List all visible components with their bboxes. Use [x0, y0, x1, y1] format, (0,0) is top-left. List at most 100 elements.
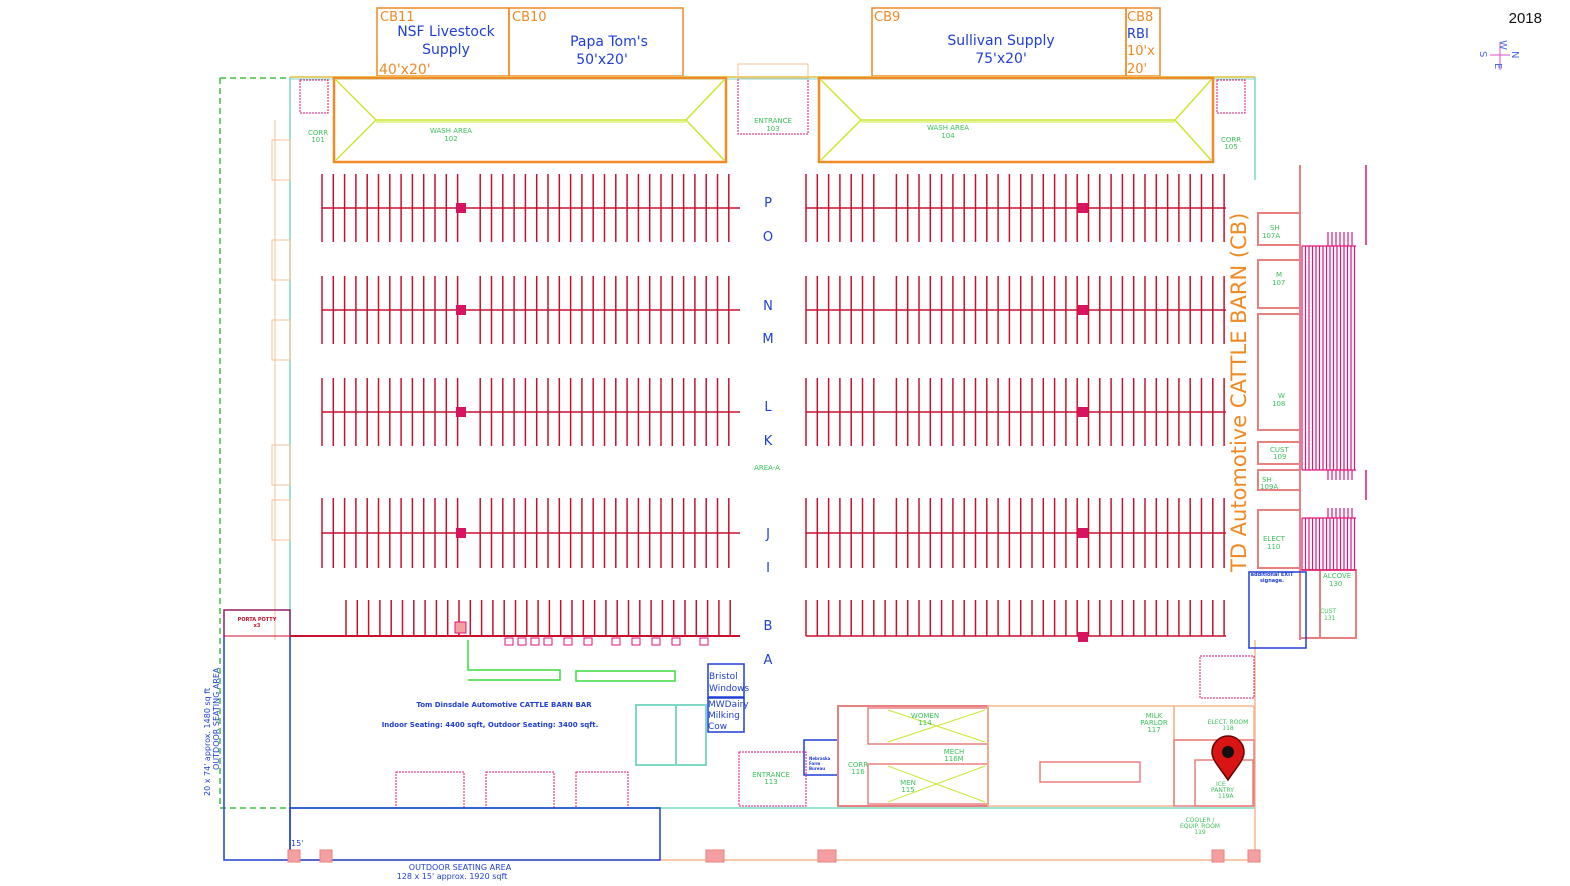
vendor-nebraska-farm-bureau[interactable]: Nebraska Farm Bureau: [803, 739, 839, 776]
svg-text:107: 107: [1272, 279, 1285, 287]
svg-text:119: 119: [1194, 829, 1206, 836]
svg-text:15': 15': [291, 839, 303, 848]
booth-id: CB9: [874, 10, 900, 25]
area-label: AREA-A: [754, 464, 780, 472]
booth-name-line: Supply: [422, 42, 470, 58]
svg-text:20 x 74' approx. 1480 sq ft: 20 x 74' approx. 1480 sq ft: [203, 688, 212, 796]
vendor-mwdairy[interactable]: MWDairy Milking Cow: [707, 697, 749, 733]
booth-size: 75'x20': [975, 51, 1027, 67]
booth-cb11[interactable]: CB11 NSF Livestock Supply 40'x20': [376, 7, 510, 78]
booth-cb10[interactable]: CB10 Papa Tom's 50'x20': [508, 7, 684, 77]
aisle-letter-b: B: [764, 619, 773, 634]
bar-fixture: [631, 637, 641, 646]
entrance-103[interactable]: ENTRANCE 103: [737, 63, 809, 135]
vendor-bristol-windows[interactable]: Bristol Windows: [707, 663, 749, 698]
svg-text:102: 102: [444, 135, 457, 143]
aisle-letter-p: P: [764, 196, 772, 211]
compass-icon: W N S E: [1477, 40, 1520, 70]
bar-fixture: [530, 637, 540, 646]
booth-cb8[interactable]: CB8 RBI 10'x 20': [1125, 7, 1161, 77]
porta-potty: PORTA POTTY x3: [223, 609, 291, 637]
booth-cb9[interactable]: CB9 Sullivan Supply 75'x20': [871, 7, 1127, 77]
svg-text:CORR: CORR: [1221, 136, 1241, 144]
svg-text:S: S: [1477, 51, 1488, 57]
booth-name-line: Papa Tom's: [570, 34, 648, 50]
aisle-letter-o: O: [763, 230, 773, 245]
svg-text:109: 109: [1273, 453, 1286, 461]
svg-text:118: 118: [1222, 725, 1234, 732]
aisle-letter-m: M: [762, 332, 773, 347]
svg-text:MWDairy: MWDairy: [708, 700, 749, 710]
svg-text:COOLER /: COOLER /: [1186, 817, 1216, 824]
cattle-barn-bar[interactable]: Tom Dinsdale Automotive CATTLE BARN BAR …: [382, 640, 707, 809]
svg-text:131: 131: [1324, 615, 1336, 622]
bar-fixture: [504, 637, 514, 646]
svg-text:W: W: [1497, 40, 1508, 50]
column-post: [1078, 203, 1088, 213]
wash-area-104: WASH AREA 104: [817, 76, 1215, 164]
svg-text:107A: 107A: [1262, 232, 1280, 240]
svg-text:109A: 109A: [1260, 483, 1278, 491]
svg-text:101: 101: [311, 136, 324, 144]
svg-text:108: 108: [1272, 400, 1285, 408]
aisle-letter-k: K: [764, 434, 773, 449]
svg-text:Nebraska: Nebraska: [809, 756, 831, 761]
svg-text:114: 114: [918, 719, 932, 727]
booth-id: CB8: [1127, 10, 1153, 25]
bar-title: Tom Dinsdale Automotive CATTLE BARN BAR: [416, 701, 592, 709]
svg-text:ICE: ICE: [1216, 781, 1226, 788]
south-room-labels: CORR 116 WOMEN 114 MECH 116M MEN 115 MIL…: [848, 712, 1248, 836]
corridor-101: CORR 101: [299, 79, 329, 144]
svg-text:WASH AREA: WASH AREA: [430, 127, 472, 135]
svg-text:CORR: CORR: [848, 761, 868, 769]
svg-text:OUTDOOR SEATING AREA: OUTDOOR SEATING AREA: [212, 667, 221, 770]
bar-fixture: [583, 637, 593, 646]
booth-size-line: 20': [1127, 62, 1147, 77]
svg-text:ENTRANCE: ENTRANCE: [752, 771, 790, 779]
svg-text:128 x 15' approx. 1920 sqft: 128 x 15' approx. 1920 sqft: [397, 872, 508, 881]
building-title: TD Automotive CATTLE BARN (CB): [1227, 213, 1251, 573]
svg-text:Bureau: Bureau: [809, 766, 825, 771]
svg-text:CUST: CUST: [1320, 608, 1336, 615]
booth-name-line: Sullivan Supply: [947, 33, 1054, 49]
svg-text:signage.: signage.: [1260, 578, 1284, 584]
svg-text:additional EXIT: additional EXIT: [1251, 572, 1294, 578]
column-post: [456, 407, 466, 417]
booth-size: 40'x20': [379, 62, 431, 78]
svg-text:PORTA POTTY: PORTA POTTY: [238, 617, 277, 623]
bar-fixture: [543, 637, 553, 646]
svg-text:ALCOVE: ALCOVE: [1323, 572, 1351, 580]
booth-size: 50'x20': [576, 52, 628, 68]
svg-text:x3: x3: [254, 623, 261, 629]
entrance-113[interactable]: ENTRANCE 113: [738, 751, 807, 807]
svg-text:W: W: [1278, 392, 1285, 400]
location-pin-icon[interactable]: [1211, 735, 1245, 782]
svg-text:116M: 116M: [944, 755, 963, 763]
column-post: [456, 305, 466, 315]
svg-text:SH: SH: [1262, 476, 1272, 484]
bleachers: [1301, 232, 1356, 571]
svg-text:119A: 119A: [1218, 793, 1234, 800]
east-wing: [1257, 165, 1367, 640]
bar-fixture: [651, 637, 661, 646]
svg-text:104: 104: [941, 132, 955, 140]
column-post: [454, 621, 467, 634]
stall-rows: [290, 174, 1226, 642]
column-post: [1078, 305, 1088, 315]
column-post: [456, 528, 466, 538]
bar-seating: Indoor Seating: 4400 sqft, Outdoor Seati…: [382, 721, 599, 729]
svg-text:130: 130: [1329, 580, 1342, 588]
year-label: 2018: [1508, 10, 1542, 27]
svg-text:PARLOR: PARLOR: [1140, 719, 1168, 727]
aisle-letter-n: N: [763, 299, 773, 314]
outdoor-seating-west: 20 x 74' approx. 1480 sq ft OUTDOOR SEAT…: [203, 609, 291, 861]
booth-size-line: 10'x: [1127, 44, 1155, 59]
aisle-letter-j: J: [765, 527, 770, 542]
building-walls: [219, 76, 1258, 861]
svg-text:M: M: [1276, 271, 1282, 279]
svg-text:WASH AREA: WASH AREA: [927, 124, 969, 132]
wash-area-102: WASH AREA 102: [332, 76, 728, 164]
svg-text:Farm: Farm: [809, 761, 820, 766]
svg-text:105: 105: [1224, 143, 1237, 151]
